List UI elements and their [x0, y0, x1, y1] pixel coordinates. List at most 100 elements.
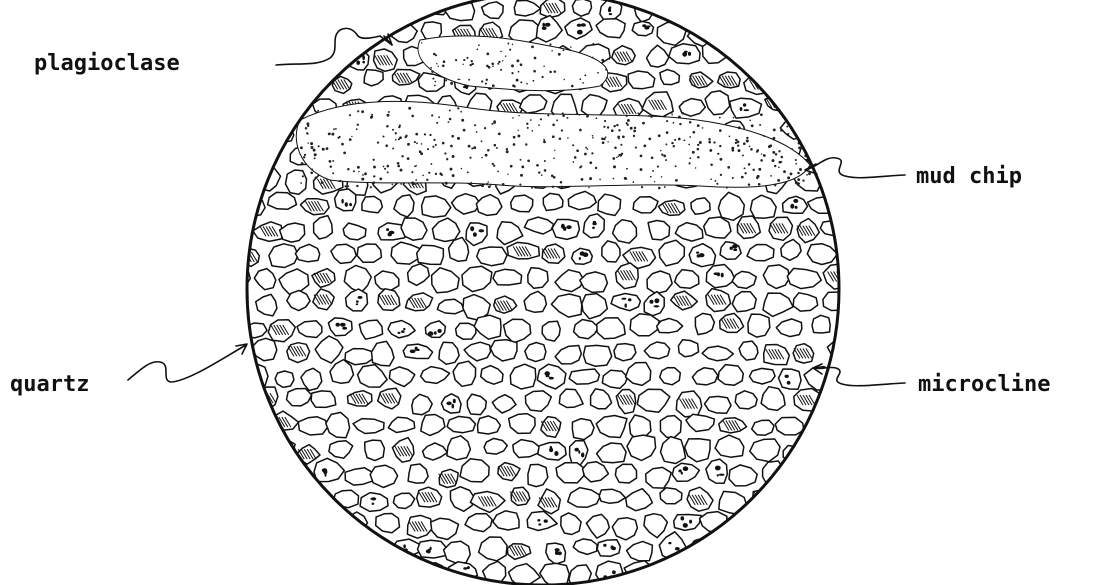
mud-stipple-dot — [689, 157, 691, 159]
mud-stipple-dot — [719, 129, 722, 132]
mud-stipple-dot — [554, 150, 555, 151]
mud-stipple-dot — [520, 63, 523, 66]
mud-stipple-dot — [405, 135, 407, 137]
mud-stipple-dot — [613, 165, 616, 168]
mineral-fleck — [749, 60, 752, 64]
mud-stipple-dot — [520, 159, 522, 161]
mud-stipple-dot — [484, 127, 486, 129]
mud-stipple-dot — [335, 128, 337, 130]
mud-stipple-dot — [567, 117, 569, 119]
mineral-fleck — [593, 221, 596, 223]
mud-stipple-dot — [492, 163, 494, 165]
mud-stipple-dot — [516, 79, 519, 82]
mud-stipple-dot — [799, 168, 802, 171]
mud-stipple-dot — [379, 178, 382, 181]
mud-stipple-dot — [468, 79, 470, 81]
mineral-grain — [598, 194, 621, 215]
mud-stipple-dot — [532, 46, 533, 47]
mineral-grain — [838, 317, 858, 341]
mud-stipple-dot — [756, 151, 758, 153]
mud-stipple-dot — [720, 174, 722, 176]
mud-stipple-dot — [392, 184, 393, 185]
mineral-grain — [286, 170, 307, 194]
mud-stipple-dot — [422, 175, 424, 177]
mud-stipple-dot — [708, 141, 711, 144]
mud-stipple-dot — [571, 85, 574, 88]
mud-stipple-dot — [493, 121, 496, 124]
mud-stipple-dot — [478, 44, 480, 46]
mineral-fleck — [232, 299, 237, 302]
mineral-grain — [705, 396, 732, 413]
mud-stipple-dot — [592, 137, 594, 139]
mud-stipple-dot — [463, 129, 466, 132]
mineral-fleck — [372, 503, 375, 505]
mud-stipple-dot — [512, 84, 515, 87]
mud-stipple-dot — [783, 170, 786, 173]
mud-stipple-dot — [778, 167, 780, 169]
mud-stipple-dot — [556, 119, 558, 121]
mud-stipple-dot — [552, 135, 555, 138]
mud-stipple-dot — [695, 167, 696, 168]
mineral-fleck — [554, 451, 558, 456]
mineral-fleck — [740, 107, 743, 111]
mud-stipple-dot — [457, 107, 459, 109]
mud-stipple-dot — [520, 81, 522, 83]
mud-stipple-dot — [538, 124, 540, 126]
mud-stipple-dot — [642, 122, 645, 125]
mineral-fleck — [296, 111, 300, 116]
mineral-grain — [417, 245, 444, 264]
mud-stipple-dot — [658, 134, 661, 137]
mud-stipple-dot — [536, 164, 539, 167]
mud-stipple-dot — [673, 122, 675, 124]
mud-stipple-dot — [549, 71, 552, 74]
mud-stipple-dot — [372, 181, 375, 184]
mud-stipple-dot — [435, 54, 437, 56]
mud-stipple-dot — [491, 123, 493, 125]
mud-stipple-dot — [476, 131, 478, 133]
mineral-fleck — [446, 402, 451, 406]
mineral-grain — [690, 538, 717, 558]
mineral-grain — [510, 364, 536, 389]
mud-stipple-dot — [304, 154, 306, 156]
mud-stipple-dot — [798, 146, 801, 149]
mud-stipple-dot — [527, 127, 529, 129]
mineral-grain — [614, 344, 636, 361]
mud-stipple-dot — [502, 60, 503, 61]
mud-stipple-dot — [449, 118, 452, 121]
mud-stipple-dot — [373, 166, 376, 169]
twinning-hatch — [778, 98, 784, 108]
mineral-fleck — [787, 381, 791, 385]
mineral-fleck — [292, 111, 294, 115]
mud-stipple-dot — [551, 175, 554, 178]
mud-stipple-dot — [386, 125, 389, 128]
mineral-fleck — [563, 227, 566, 231]
mud-stipple-dot — [512, 117, 514, 119]
mineral-fleck — [577, 24, 582, 27]
mineral-fleck — [453, 399, 456, 404]
mineral-fleck — [465, 86, 468, 89]
twinning-hatch — [840, 272, 846, 282]
mud-stipple-dot — [574, 156, 577, 159]
mineral-fleck — [699, 253, 705, 257]
mineral-grain — [456, 323, 476, 339]
mud-stipple-dot — [307, 125, 309, 127]
mud-stipple-dot — [373, 175, 375, 177]
mud-stipple-dot — [414, 165, 416, 167]
mud-stipple-dot — [462, 64, 463, 65]
mineral-fleck — [403, 544, 406, 548]
mineral-fleck — [341, 199, 343, 204]
mineral-fleck — [467, 566, 470, 569]
mud-stipple-dot — [450, 145, 453, 148]
mineral-grain — [334, 490, 359, 507]
mud-stipple-dot — [459, 79, 460, 80]
twinning-hatch — [258, 393, 264, 403]
mud-stipple-dot — [552, 113, 554, 115]
mud-stipple-dot — [625, 115, 627, 117]
mud-stipple-dot — [307, 133, 309, 135]
mud-stipple-dot — [322, 148, 325, 151]
mineral-fleck — [681, 516, 685, 520]
mud-stipple-dot — [452, 155, 455, 158]
mud-stipple-dot — [579, 78, 581, 80]
mud-stipple-dot — [457, 79, 459, 81]
mud-stipple-dot — [436, 63, 437, 64]
